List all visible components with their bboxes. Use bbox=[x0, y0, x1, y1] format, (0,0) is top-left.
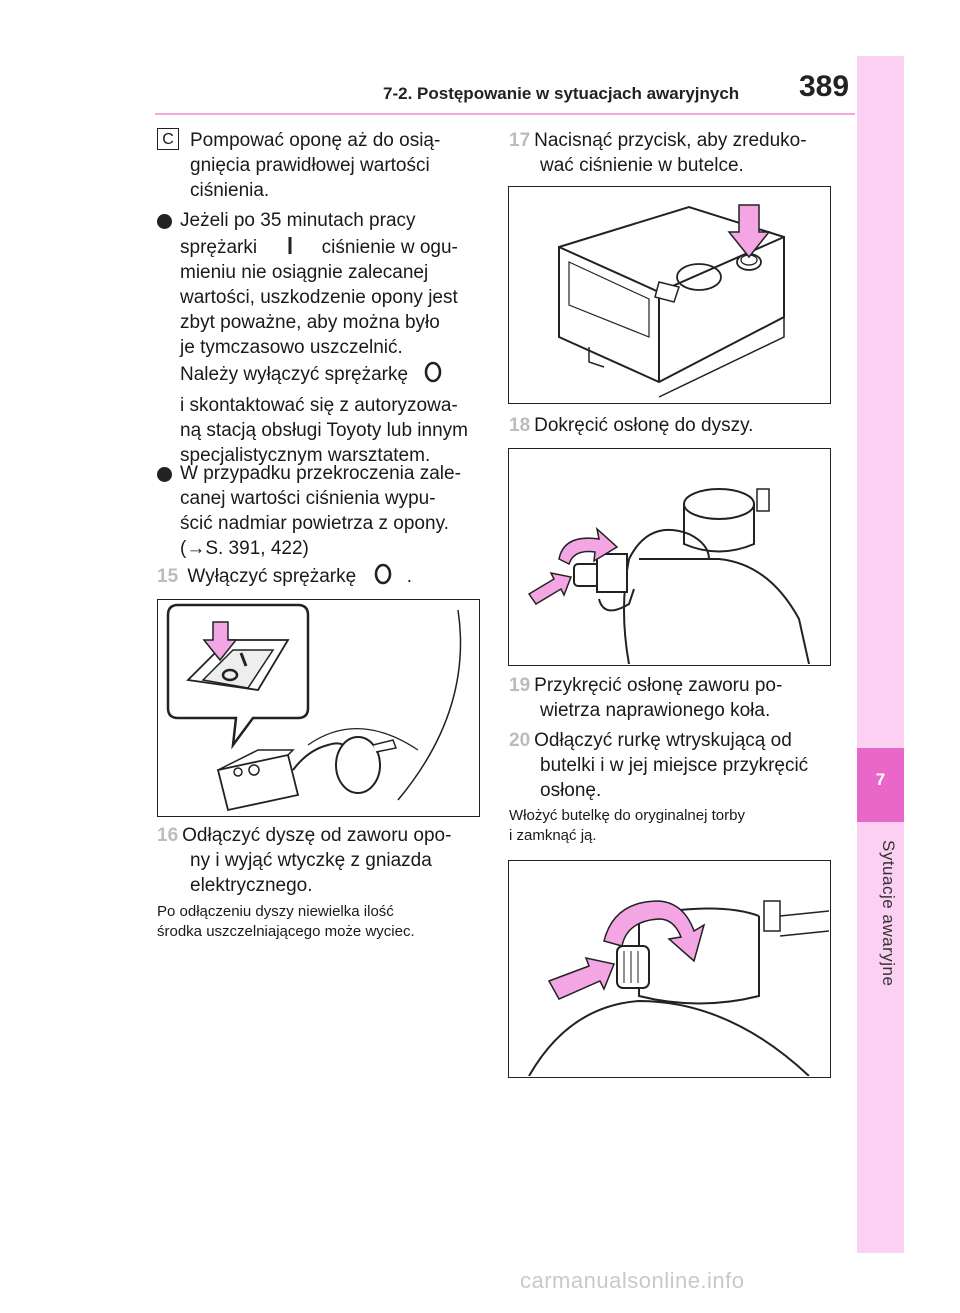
page-reference[interactable]: (→S. 391, 422) bbox=[180, 538, 309, 559]
bullet1-line: Jeżeli po 35 minutach pracy bbox=[180, 210, 416, 231]
step16-line: ny i wyjąć wtyczkę z gniazda bbox=[190, 850, 432, 871]
bullet1-line: i skontaktować się z autoryzowa- bbox=[180, 395, 458, 416]
bullet1-line-icon: sprężarki ciśnienie w ogu- bbox=[180, 233, 480, 260]
step15-period: . bbox=[406, 566, 413, 587]
bullet1-text: Jeżeli po 35 minutach pracy sprężarki ci… bbox=[180, 208, 480, 468]
step-number: 15 bbox=[157, 566, 179, 587]
note-line: środka uszczelniającego może wyciec. bbox=[157, 923, 415, 940]
step19-line: wietrza naprawionego koła. bbox=[540, 700, 771, 721]
chapter-tab[interactable] bbox=[857, 748, 904, 822]
bullet2-line: canej wartości ciśnienia wypu- bbox=[180, 488, 436, 509]
watermark: carmanualsonline.info bbox=[520, 1268, 745, 1293]
bullet1-line: wartości, uszkodzenie opony jest bbox=[180, 287, 458, 308]
note-line: i zamknąć ją. bbox=[509, 827, 597, 844]
bullet1-line-icon: Należy wyłączyć sprężarkę bbox=[180, 360, 480, 387]
chapter-number: 7 bbox=[875, 770, 886, 789]
compressor-button-illustration bbox=[558, 204, 785, 398]
step16-line: elektrycznego. bbox=[190, 875, 313, 896]
switch-off-icon bbox=[425, 361, 442, 383]
section-header: 7-2. Postępowanie w sytuacjach awaryjnyc… bbox=[383, 84, 740, 103]
bullet1-line: je tymczasowo uszczelnić. bbox=[180, 337, 403, 358]
step15: 15 Wyłączyć sprężarkę . bbox=[157, 562, 412, 589]
bullet1-line: ną stacją obsługi Toyoty lub innym bbox=[180, 420, 468, 441]
switch-on-icon bbox=[288, 237, 292, 254]
step16-note: Po odłączeniu dyszy niewielka ilość środ… bbox=[157, 902, 477, 942]
page-number: 389 bbox=[799, 70, 850, 103]
sprezarki-word: sprężarki bbox=[180, 237, 258, 258]
c-text-line: gnięcia prawidłowej wartości bbox=[190, 155, 430, 176]
figure-compressor-button bbox=[508, 186, 831, 404]
bullet2-text: W przypadku przekroczenia zale- canej wa… bbox=[180, 461, 480, 561]
step17-line: wać ciśnienie w butelce. bbox=[540, 155, 744, 176]
bullet-dot bbox=[157, 467, 172, 482]
compressor-switch-illustration bbox=[166, 603, 462, 812]
bullet1-line: specjalistycznym warsztatem. bbox=[180, 445, 431, 466]
note-line: Po odłączeniu dyszy niewielka ilość bbox=[157, 903, 394, 920]
step-number: 16 bbox=[157, 825, 179, 846]
bullet1-line: mieniu nie osiągnie zalecanej bbox=[180, 262, 429, 283]
bullet2-line: ścić nadmiar powietrza z opony. bbox=[180, 513, 449, 534]
step20-line: osłonę. bbox=[540, 780, 602, 801]
figure-nozzle-cap bbox=[508, 448, 831, 666]
bullet1-line: zbyt poważne, aby można było bbox=[180, 312, 440, 333]
note-line: Włożyć butelkę do oryginalnej torby bbox=[509, 807, 745, 824]
valve-cap-illustration bbox=[528, 900, 830, 1077]
step-number: 19 bbox=[509, 675, 531, 696]
step-number: 17 bbox=[509, 130, 531, 151]
step16-text: Odłączyć dyszę od zaworu opo- bbox=[182, 825, 452, 846]
switch-off-icon bbox=[375, 563, 392, 585]
c-text: Pompować oponę aż do osią- gnięcia prawi… bbox=[190, 128, 440, 203]
step20-note: Włożyć butelkę do oryginalnej torby i za… bbox=[509, 806, 834, 846]
bullet-dot bbox=[157, 214, 172, 229]
step-number: 20 bbox=[509, 730, 531, 751]
chapter-sidebar bbox=[857, 56, 904, 1253]
nalezy-text: Należy wyłączyć sprężarkę bbox=[180, 364, 409, 385]
header-rule bbox=[155, 113, 855, 115]
step18-text: Dokręcić osłonę do dyszy. bbox=[534, 415, 754, 436]
bullet2-line: W przypadku przekroczenia zale- bbox=[180, 463, 461, 484]
step15-text: Wyłączyć sprężarkę bbox=[187, 566, 357, 587]
chapter-title: Sytuacje awaryjne bbox=[879, 840, 898, 987]
step20-text: Odłączyć rurkę wtryskującą od bbox=[534, 730, 792, 751]
nozzle-cap-illustration bbox=[527, 488, 810, 665]
after-icon-word: ciśnienie w ogu- bbox=[321, 237, 458, 258]
step-number: 18 bbox=[509, 415, 531, 436]
c-text-line: Pompować oponę aż do osią- bbox=[190, 130, 441, 151]
step17-text: Nacisnąć przycisk, aby zreduko- bbox=[534, 130, 807, 151]
step19-text: Przykręcić osłonę zaworu po- bbox=[534, 675, 783, 696]
figure-valve-cap bbox=[508, 860, 831, 1078]
c-text-line: ciśnienia. bbox=[190, 180, 270, 201]
step-label-c: C bbox=[157, 128, 179, 150]
figure-compressor-switch bbox=[157, 599, 480, 817]
step20-line: butelki i w jej miejsce przykręcić bbox=[540, 755, 809, 776]
